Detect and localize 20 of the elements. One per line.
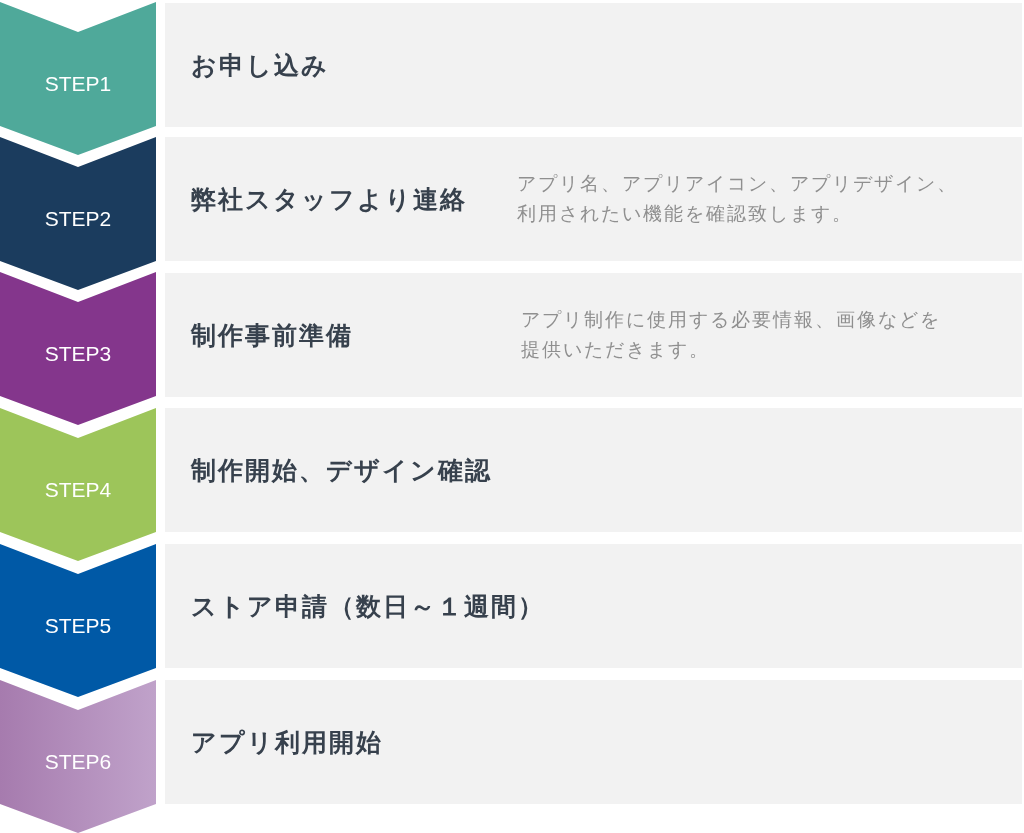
step-description: アプリ制作に使用する必要情報、画像などを提供いただきます。 <box>521 308 942 362</box>
chevron-step <box>0 137 156 290</box>
step-title: 弊社スタッフより連絡 <box>191 184 467 215</box>
step-title: 制作開始、デザイン確認 <box>191 455 492 486</box>
step-label: STEP1 <box>43 71 113 97</box>
step-label: STEP4 <box>43 477 113 503</box>
step-title: ストア申請（数日～１週間） <box>191 591 545 622</box>
chevron-step <box>0 272 156 425</box>
step-title: アプリ利用開始 <box>191 727 383 758</box>
step-title: お申し込み <box>191 50 329 81</box>
step-label: STEP6 <box>43 749 113 775</box>
step-label: STEP5 <box>43 613 113 639</box>
step-label: STEP2 <box>43 206 113 232</box>
chevron-step <box>0 408 156 561</box>
chevron-step <box>0 680 156 833</box>
step-title: 制作事前準備 <box>191 320 353 351</box>
chevron-step <box>0 544 156 697</box>
step-label: STEP3 <box>43 341 113 367</box>
step-description: アプリ名、アプリアイコン、アプリデザイン、利用されたい機能を確認致します。 <box>517 172 959 226</box>
chevron-step <box>0 2 156 155</box>
